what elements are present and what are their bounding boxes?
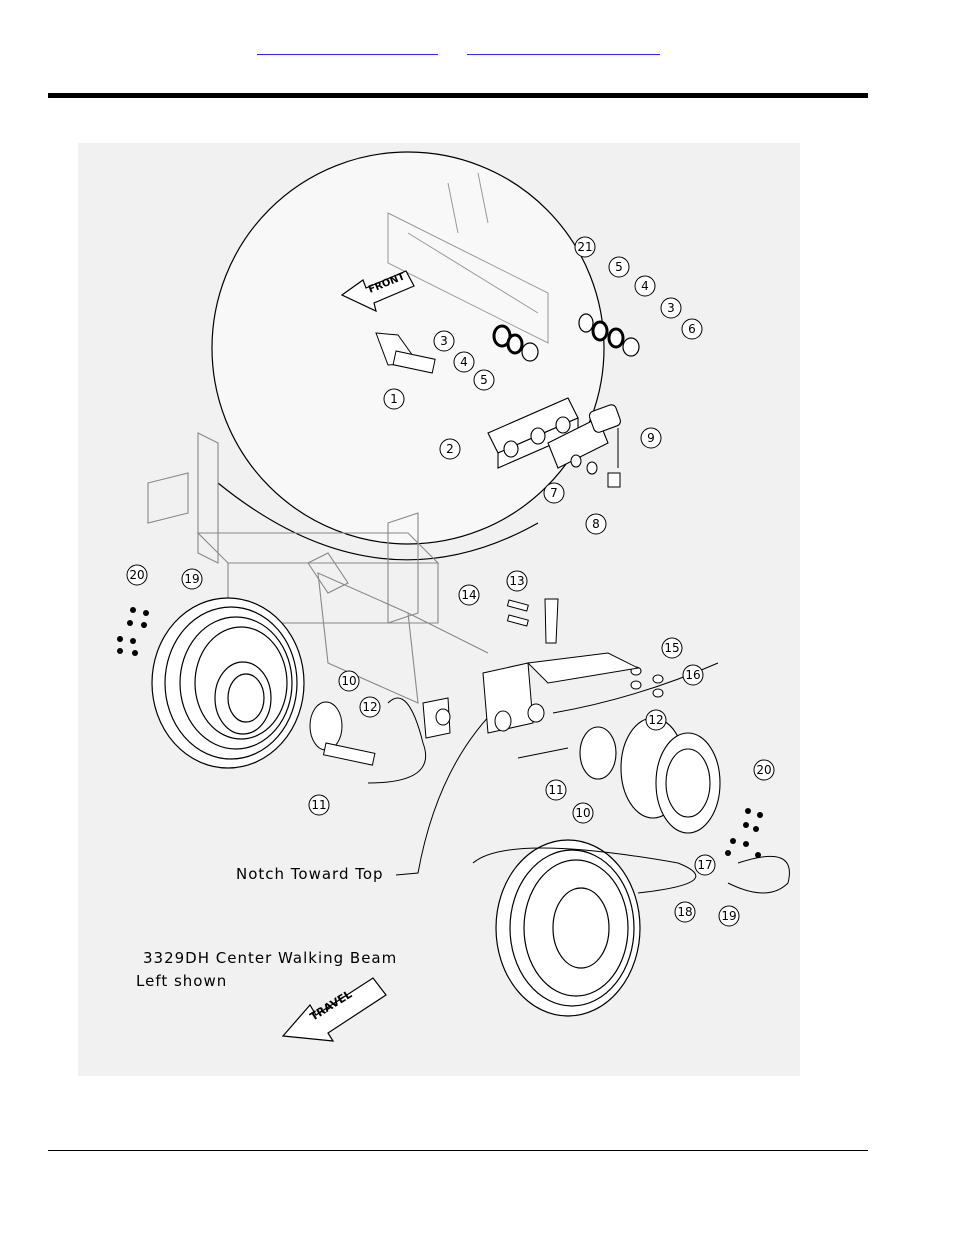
callout-7: 7 — [544, 483, 564, 503]
svg-text:11: 11 — [311, 798, 326, 812]
svg-text:2: 2 — [446, 442, 454, 456]
right-studs — [725, 808, 763, 858]
svg-text:15: 15 — [664, 641, 679, 655]
left-studs — [117, 607, 149, 656]
footer-rule — [48, 1150, 868, 1151]
svg-text:4: 4 — [460, 355, 468, 369]
callout-10a: 10 — [339, 671, 359, 691]
header-link-right[interactable] — [467, 40, 660, 55]
svg-text:20: 20 — [756, 763, 771, 777]
callout-10b: 10 — [573, 803, 593, 823]
callout-5a: 5 — [474, 370, 494, 390]
svg-text:21: 21 — [577, 240, 592, 254]
svg-text:5: 5 — [480, 373, 488, 387]
svg-text:3: 3 — [440, 334, 448, 348]
parts-diagram: FRONT — [78, 143, 800, 1076]
callout-20b: 20 — [754, 760, 774, 780]
callout-2: 2 — [440, 439, 460, 459]
callout-6: 6 — [682, 319, 702, 339]
callout-19b: 19 — [719, 906, 739, 926]
svg-text:18: 18 — [677, 905, 692, 919]
callout-19a: 19 — [182, 569, 202, 589]
svg-text:5: 5 — [615, 260, 623, 274]
svg-text:8: 8 — [592, 517, 600, 531]
callout-18: 18 — [675, 902, 695, 922]
svg-text:9: 9 — [647, 431, 655, 445]
svg-text:12: 12 — [648, 713, 663, 727]
left-wheel — [152, 598, 304, 768]
svg-text:19: 19 — [721, 909, 736, 923]
callout-17: 17 — [695, 855, 715, 875]
callout-3a: 3 — [434, 331, 454, 351]
callout-4a: 4 — [454, 352, 474, 372]
svg-text:3: 3 — [667, 301, 675, 315]
svg-text:6: 6 — [688, 322, 696, 336]
svg-text:1: 1 — [390, 392, 398, 406]
callout-12a: 12 — [360, 697, 380, 717]
callout-1: 1 — [384, 389, 404, 409]
notch-note: Notch Toward Top — [236, 865, 384, 883]
callout-8: 8 — [586, 514, 606, 534]
right-hub-rim — [518, 718, 720, 833]
svg-text:10: 10 — [575, 806, 590, 820]
svg-text:4: 4 — [641, 279, 649, 293]
callout-20a: 20 — [127, 565, 147, 585]
svg-text:16: 16 — [685, 668, 700, 682]
right-tire — [496, 840, 640, 1016]
header-link-left[interactable] — [257, 40, 438, 55]
callout-3b: 3 — [661, 298, 681, 318]
pivot-block — [423, 653, 638, 738]
caption-line-2: Left shown — [136, 972, 227, 990]
callout-15: 15 — [662, 638, 682, 658]
callout-14: 14 — [459, 585, 479, 605]
callout-5b: 5 — [609, 257, 629, 277]
parts-diagram-drawing: FRONT — [78, 143, 800, 1076]
bracket-hardware — [507, 599, 663, 697]
travel-arrow: TRAVEL — [283, 978, 386, 1041]
callout-13: 13 — [507, 571, 527, 591]
svg-text:17: 17 — [697, 858, 712, 872]
svg-text:14: 14 — [461, 588, 476, 602]
svg-text:13: 13 — [509, 574, 524, 588]
svg-text:10: 10 — [341, 674, 356, 688]
callout-11b: 11 — [546, 780, 566, 800]
callout-9: 9 — [641, 428, 661, 448]
svg-text:20: 20 — [129, 568, 144, 582]
detail-circle — [212, 152, 604, 544]
svg-text:12: 12 — [362, 700, 377, 714]
svg-text:11: 11 — [548, 783, 563, 797]
callout-4b: 4 — [635, 276, 655, 296]
svg-text:19: 19 — [184, 572, 199, 586]
callout-12b: 12 — [646, 710, 666, 730]
header-rule — [48, 93, 868, 98]
callout-21: 21 — [575, 237, 595, 257]
svg-text:7: 7 — [550, 486, 558, 500]
caption-line-1: 3329DH Center Walking Beam — [143, 949, 397, 967]
callout-11a: 11 — [309, 795, 329, 815]
callout-16: 16 — [683, 665, 703, 685]
